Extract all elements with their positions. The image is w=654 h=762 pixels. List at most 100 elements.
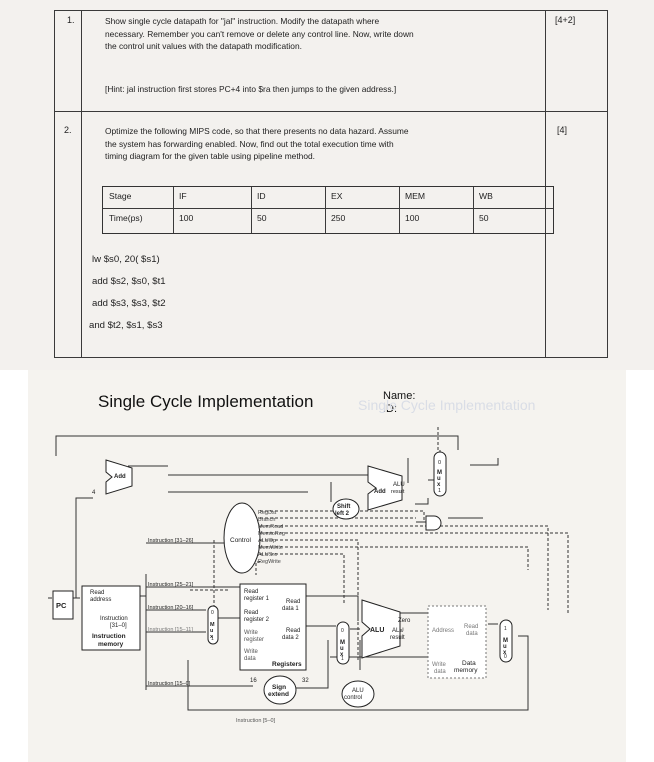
dm-read-a: Read <box>464 624 478 630</box>
question-marks: [4] <box>557 125 568 135</box>
table-cell: 100 <box>405 213 420 223</box>
field-15-0: Instruction [15–0] <box>148 681 191 687</box>
table-cell: 50 <box>479 213 489 223</box>
dm-write-a: Write <box>432 662 447 668</box>
im-bits-label: [31–0] <box>110 623 127 629</box>
read-reg2-b: register 2 <box>244 617 270 623</box>
field-20-16: Instruction [20–16] <box>148 605 194 611</box>
alu-result-b: result <box>390 635 405 641</box>
table-divider <box>325 187 326 233</box>
regdst-mux-one: 1 <box>211 636 214 642</box>
signal-regwrite: RegWrite <box>258 559 281 565</box>
code-line: and $t2, $s1, $s3 <box>89 320 163 331</box>
table-cell: Stage <box>109 191 132 201</box>
assignment-sheet: 1. [4+2] Show single cycle datapath for … <box>0 0 654 370</box>
memtoreg-mux-zero: 0 <box>504 654 507 660</box>
regdst-mux-zero: 0 <box>211 610 214 616</box>
im-instruction-label: Instruction <box>100 616 128 622</box>
alusrc-mux-zero: 0 <box>341 628 344 634</box>
pipeline-table: Stage IF ID EX MEM WB Time(ps) 100 50 25… <box>102 186 554 234</box>
signal-memtoreg: MemtoReg <box>258 531 285 537</box>
instruction-field-labels: Instruction [31–26] Instruction [25–21] … <box>148 538 194 687</box>
write-reg-a: Write <box>244 630 259 636</box>
table-divider <box>173 187 174 233</box>
code-line: lw $s0, 20( $s1) <box>92 254 160 265</box>
table-cell: 250 <box>331 213 346 223</box>
field-25-21: Instruction [25–21] <box>148 582 194 588</box>
main-alu: ALU Zero ALU result <box>361 599 411 659</box>
table-divider <box>473 187 474 233</box>
table-divider <box>55 111 607 112</box>
table-divider <box>399 187 400 233</box>
shift-label-b: left 2 <box>335 511 350 517</box>
signal-regdst: RegDst <box>258 510 277 516</box>
question-number: 2. <box>64 125 72 135</box>
dm-read-b: data <box>466 631 478 637</box>
question-line: the system has forwarding enabled. Now, … <box>105 138 394 149</box>
read-reg1-b: register 1 <box>244 596 270 602</box>
datapath-diagram: Single Cycle Implementation Name: ID: Si… <box>28 370 626 762</box>
register-file: Read register 1 Read register 2 Write re… <box>239 583 307 671</box>
memtoreg-mux-one: 1 <box>504 626 507 632</box>
table-cell: EX <box>331 191 343 201</box>
read-data2-a: Read <box>286 628 300 634</box>
signal-aluop: ALUOp <box>258 538 276 544</box>
question-hint: [Hint: jal instruction first stores PC+4… <box>105 84 397 94</box>
question-line: Optimize the following MIPS code, so tha… <box>105 126 409 136</box>
alu-result-a: ALU <box>392 628 404 634</box>
question-line: Show single cycle datapath for "jal" ins… <box>105 16 380 26</box>
control-label: Control <box>230 537 252 544</box>
write-data-a: Write <box>244 649 259 655</box>
pc-register: PC <box>52 590 74 620</box>
table-divider <box>103 208 553 209</box>
control-wires <box>188 425 569 660</box>
name-id-block: Name: ID: <box>383 390 415 416</box>
table-cell: WB <box>479 191 493 201</box>
table-cell: 100 <box>179 213 194 223</box>
dm-address-label: Address <box>432 628 454 634</box>
question-table: 1. [4+2] Show single cycle datapath for … <box>54 10 608 358</box>
signal-memread: MemRead <box>258 524 283 530</box>
branch-adder: Add ALU result <box>367 465 405 511</box>
alu-control: ALU control Instruction [5–0] <box>236 680 375 724</box>
pc-adder: Add 4 <box>92 459 133 496</box>
width-32-label: 32 <box>302 678 309 684</box>
alu-ctrl-b: control <box>344 695 362 701</box>
write-data-b: data <box>244 656 256 662</box>
pc-adder-label: Add <box>114 474 126 480</box>
table-divider <box>545 11 546 357</box>
control-unit: Control RegDst Branch MemRead MemtoReg A… <box>223 502 285 574</box>
table-cell: MEM <box>405 191 426 201</box>
shift-label-a: Shift <box>337 504 350 510</box>
table-cell: 50 <box>257 213 267 223</box>
shift-left-2: Shift left 2 <box>332 498 360 520</box>
read-data1-b: data 1 <box>282 606 299 612</box>
read-data2-b: data 2 <box>282 635 299 641</box>
branch-result-label: result <box>391 489 405 495</box>
branch-and-gate <box>425 515 442 531</box>
read-reg2-a: Read <box>244 610 258 616</box>
table-cell: IF <box>179 191 187 201</box>
read-reg1-a: Read <box>244 589 258 595</box>
mux-input-one: 1 <box>438 488 441 494</box>
sign-extend: Sign extend 16 32 <box>250 675 309 705</box>
instruction-memory: Read address Instruction [31–0] Instruct… <box>81 585 141 651</box>
field-31-26: Instruction [31–26] <box>148 538 194 544</box>
dm-title-a: Data <box>462 660 476 667</box>
im-read-label: Read <box>90 590 104 596</box>
branch-adder-label: Add <box>374 489 386 495</box>
diagram-title: Single Cycle Implementation <box>98 392 314 411</box>
im-address-label: address <box>90 597 111 603</box>
table-cell: ID <box>257 191 266 201</box>
question-line: timing diagram for the given table using… <box>105 151 315 161</box>
table-cell: Time(ps) <box>109 213 143 223</box>
field-5-0: Instruction [5–0] <box>236 718 276 724</box>
code-line: add $s2, $s0, $t1 <box>92 276 166 287</box>
